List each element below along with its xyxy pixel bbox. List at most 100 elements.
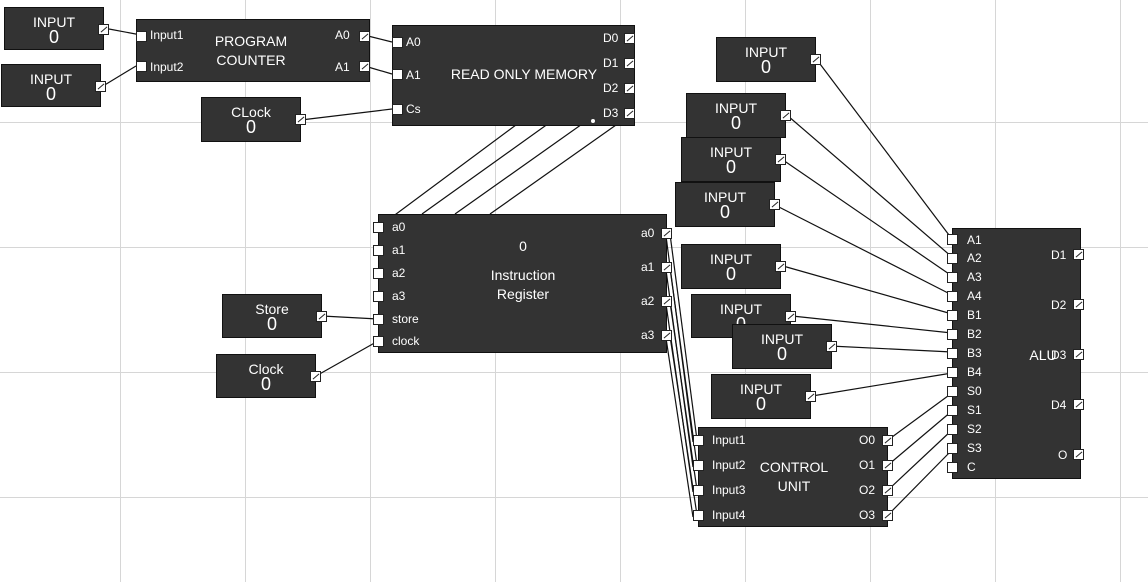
input-pin[interactable] bbox=[136, 61, 147, 72]
input-node[interactable]: INPUT 0 bbox=[681, 137, 786, 182]
output-pin[interactable] bbox=[295, 114, 306, 125]
input-node[interactable]: INPUT 0 bbox=[686, 93, 791, 138]
pin-label: A2 bbox=[967, 251, 982, 265]
output-pin[interactable] bbox=[780, 110, 791, 121]
output-pin[interactable] bbox=[882, 460, 893, 471]
input-pin[interactable] bbox=[373, 268, 384, 279]
input-pin[interactable] bbox=[392, 69, 403, 80]
output-pin[interactable] bbox=[661, 330, 672, 341]
input-pin[interactable] bbox=[373, 245, 384, 256]
input-title: INPUT bbox=[710, 251, 752, 267]
output-pin[interactable] bbox=[1073, 299, 1084, 310]
output-pin[interactable] bbox=[661, 296, 672, 307]
input-pin[interactable] bbox=[392, 104, 403, 115]
output-pin[interactable] bbox=[882, 435, 893, 446]
input-value: 0 bbox=[776, 344, 787, 364]
output-pin[interactable] bbox=[1073, 349, 1084, 360]
output-pin[interactable] bbox=[316, 311, 327, 322]
input-pin[interactable] bbox=[947, 310, 958, 321]
pin-label: S2 bbox=[967, 422, 982, 436]
wire bbox=[787, 115, 953, 258]
input-node[interactable]: INPUT 0 bbox=[681, 244, 786, 289]
input-pin[interactable] bbox=[947, 386, 958, 397]
input-pin[interactable] bbox=[373, 314, 384, 325]
input-pin[interactable] bbox=[947, 367, 958, 378]
output-pin[interactable] bbox=[98, 24, 109, 35]
input-pin[interactable] bbox=[947, 291, 958, 302]
input-pin[interactable] bbox=[947, 348, 958, 359]
output-pin[interactable] bbox=[310, 371, 321, 382]
input-pin[interactable] bbox=[693, 435, 704, 446]
pin-label: A3 bbox=[967, 270, 982, 284]
pin-label: B4 bbox=[967, 365, 982, 379]
input-pin[interactable] bbox=[947, 272, 958, 283]
output-pin[interactable] bbox=[775, 154, 786, 165]
input-node[interactable]: INPUT 0 bbox=[711, 374, 816, 419]
output-pin[interactable] bbox=[95, 81, 106, 92]
output-pin[interactable] bbox=[1073, 399, 1084, 410]
instruction-register[interactable]: 0 Instruction Register a0 a1 a2 a3 store… bbox=[373, 214, 672, 353]
input-node[interactable]: INPUT 0 bbox=[4, 7, 109, 50]
pin-label: B3 bbox=[967, 346, 982, 360]
output-pin[interactable] bbox=[805, 391, 816, 402]
input-pin[interactable] bbox=[373, 291, 384, 302]
output-pin[interactable] bbox=[810, 54, 821, 65]
control-unit[interactable]: CONTROL UNIT Input1 Input2 Input3 Input4… bbox=[693, 427, 893, 527]
input-pin[interactable] bbox=[947, 443, 958, 454]
input-pin[interactable] bbox=[373, 222, 384, 233]
pin-label: B2 bbox=[967, 327, 982, 341]
pin-label: S0 bbox=[967, 384, 982, 398]
store-input-node[interactable]: Store 0 bbox=[222, 294, 327, 338]
input-node[interactable]: INPUT 0 bbox=[1, 64, 106, 107]
output-pin[interactable] bbox=[624, 33, 635, 44]
input-pin[interactable] bbox=[947, 462, 958, 473]
input-pin[interactable] bbox=[392, 37, 403, 48]
input-pin[interactable] bbox=[947, 424, 958, 435]
input-pin[interactable] bbox=[693, 485, 704, 496]
rom-title: READ ONLY MEMORY bbox=[450, 66, 598, 82]
alu[interactable]: ALU A1 A2 A3 A4 B1 B2 B3 B4 S0 S1 S2 S3 … bbox=[947, 228, 1084, 479]
output-pin[interactable] bbox=[359, 31, 370, 42]
input-value: 0 bbox=[725, 264, 736, 284]
pin-label: B1 bbox=[967, 308, 982, 322]
input-pin[interactable] bbox=[947, 234, 958, 245]
input-pin[interactable] bbox=[373, 336, 384, 347]
input-value: 0 bbox=[48, 27, 59, 47]
pin-label: O1 bbox=[859, 458, 876, 472]
output-pin[interactable] bbox=[785, 311, 796, 322]
wire bbox=[782, 265, 953, 315]
program-counter-title: PROGRAM COUNTER bbox=[207, 32, 295, 70]
output-pin[interactable] bbox=[769, 199, 780, 210]
pin-label: D4 bbox=[1051, 398, 1067, 412]
input-pin[interactable] bbox=[947, 405, 958, 416]
input-node[interactable]: INPUT 0 bbox=[732, 324, 837, 369]
output-pin[interactable] bbox=[661, 228, 672, 239]
output-pin[interactable] bbox=[1073, 449, 1084, 460]
clock-input-node[interactable]: CLock 0 bbox=[201, 97, 306, 142]
input-node[interactable]: INPUT 0 bbox=[675, 182, 780, 227]
register-title-line: Register bbox=[496, 286, 550, 302]
output-pin[interactable] bbox=[624, 108, 635, 119]
output-pin[interactable] bbox=[826, 341, 837, 352]
output-pin[interactable] bbox=[882, 510, 893, 521]
input-pin[interactable] bbox=[947, 253, 958, 264]
output-pin[interactable] bbox=[359, 61, 370, 72]
input-pin[interactable] bbox=[693, 460, 704, 471]
output-pin[interactable] bbox=[775, 261, 786, 272]
input-pin[interactable] bbox=[947, 329, 958, 340]
output-pin[interactable] bbox=[661, 262, 672, 273]
pin-label: store bbox=[392, 312, 419, 326]
input-pin[interactable] bbox=[693, 510, 704, 521]
read-only-memory[interactable]: READ ONLY MEMORY A0 A1 Cs D0 D1 D2 D3 bbox=[392, 25, 635, 126]
input-pin[interactable] bbox=[136, 31, 147, 42]
program-counter[interactable]: PROGRAM COUNTER Input1 Input2 A0 A1 bbox=[136, 19, 370, 82]
output-pin[interactable] bbox=[1073, 249, 1084, 260]
input-node[interactable]: INPUT 0 bbox=[716, 37, 821, 82]
output-pin[interactable] bbox=[882, 485, 893, 496]
clock-input-node[interactable]: Clock 0 bbox=[216, 354, 321, 398]
wire bbox=[887, 392, 953, 441]
output-pin[interactable] bbox=[624, 83, 635, 94]
output-pin[interactable] bbox=[624, 58, 635, 69]
pin-label: O0 bbox=[859, 433, 876, 447]
